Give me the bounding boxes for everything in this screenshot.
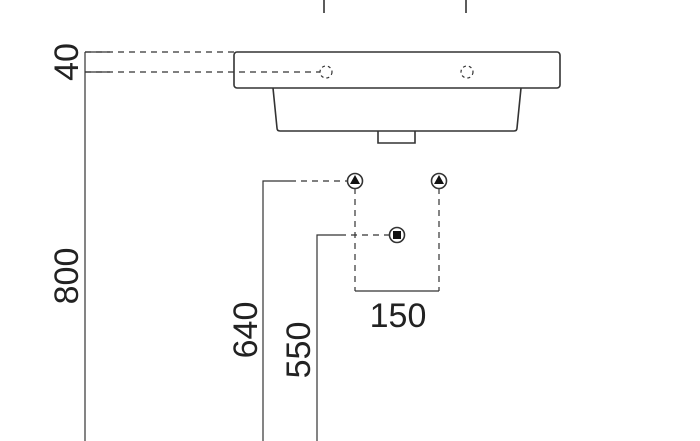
label-800: 800 xyxy=(48,248,86,305)
label-640: 640 xyxy=(227,302,265,359)
label-40: 40 xyxy=(48,43,86,81)
waste-outlet-icon xyxy=(388,226,406,244)
label-550: 550 xyxy=(280,322,318,379)
cold-water-inlet-icon xyxy=(430,172,448,190)
tap-hole-left xyxy=(319,65,333,79)
label-150: 150 xyxy=(370,297,427,335)
basin-drain xyxy=(377,131,416,144)
basin-top xyxy=(233,51,561,89)
basin-bowl xyxy=(272,87,522,132)
dimension-line-640 xyxy=(262,180,290,441)
tap-hole-right xyxy=(460,65,474,79)
hot-water-inlet-icon xyxy=(346,172,364,190)
dimension-line-550 xyxy=(316,234,340,441)
